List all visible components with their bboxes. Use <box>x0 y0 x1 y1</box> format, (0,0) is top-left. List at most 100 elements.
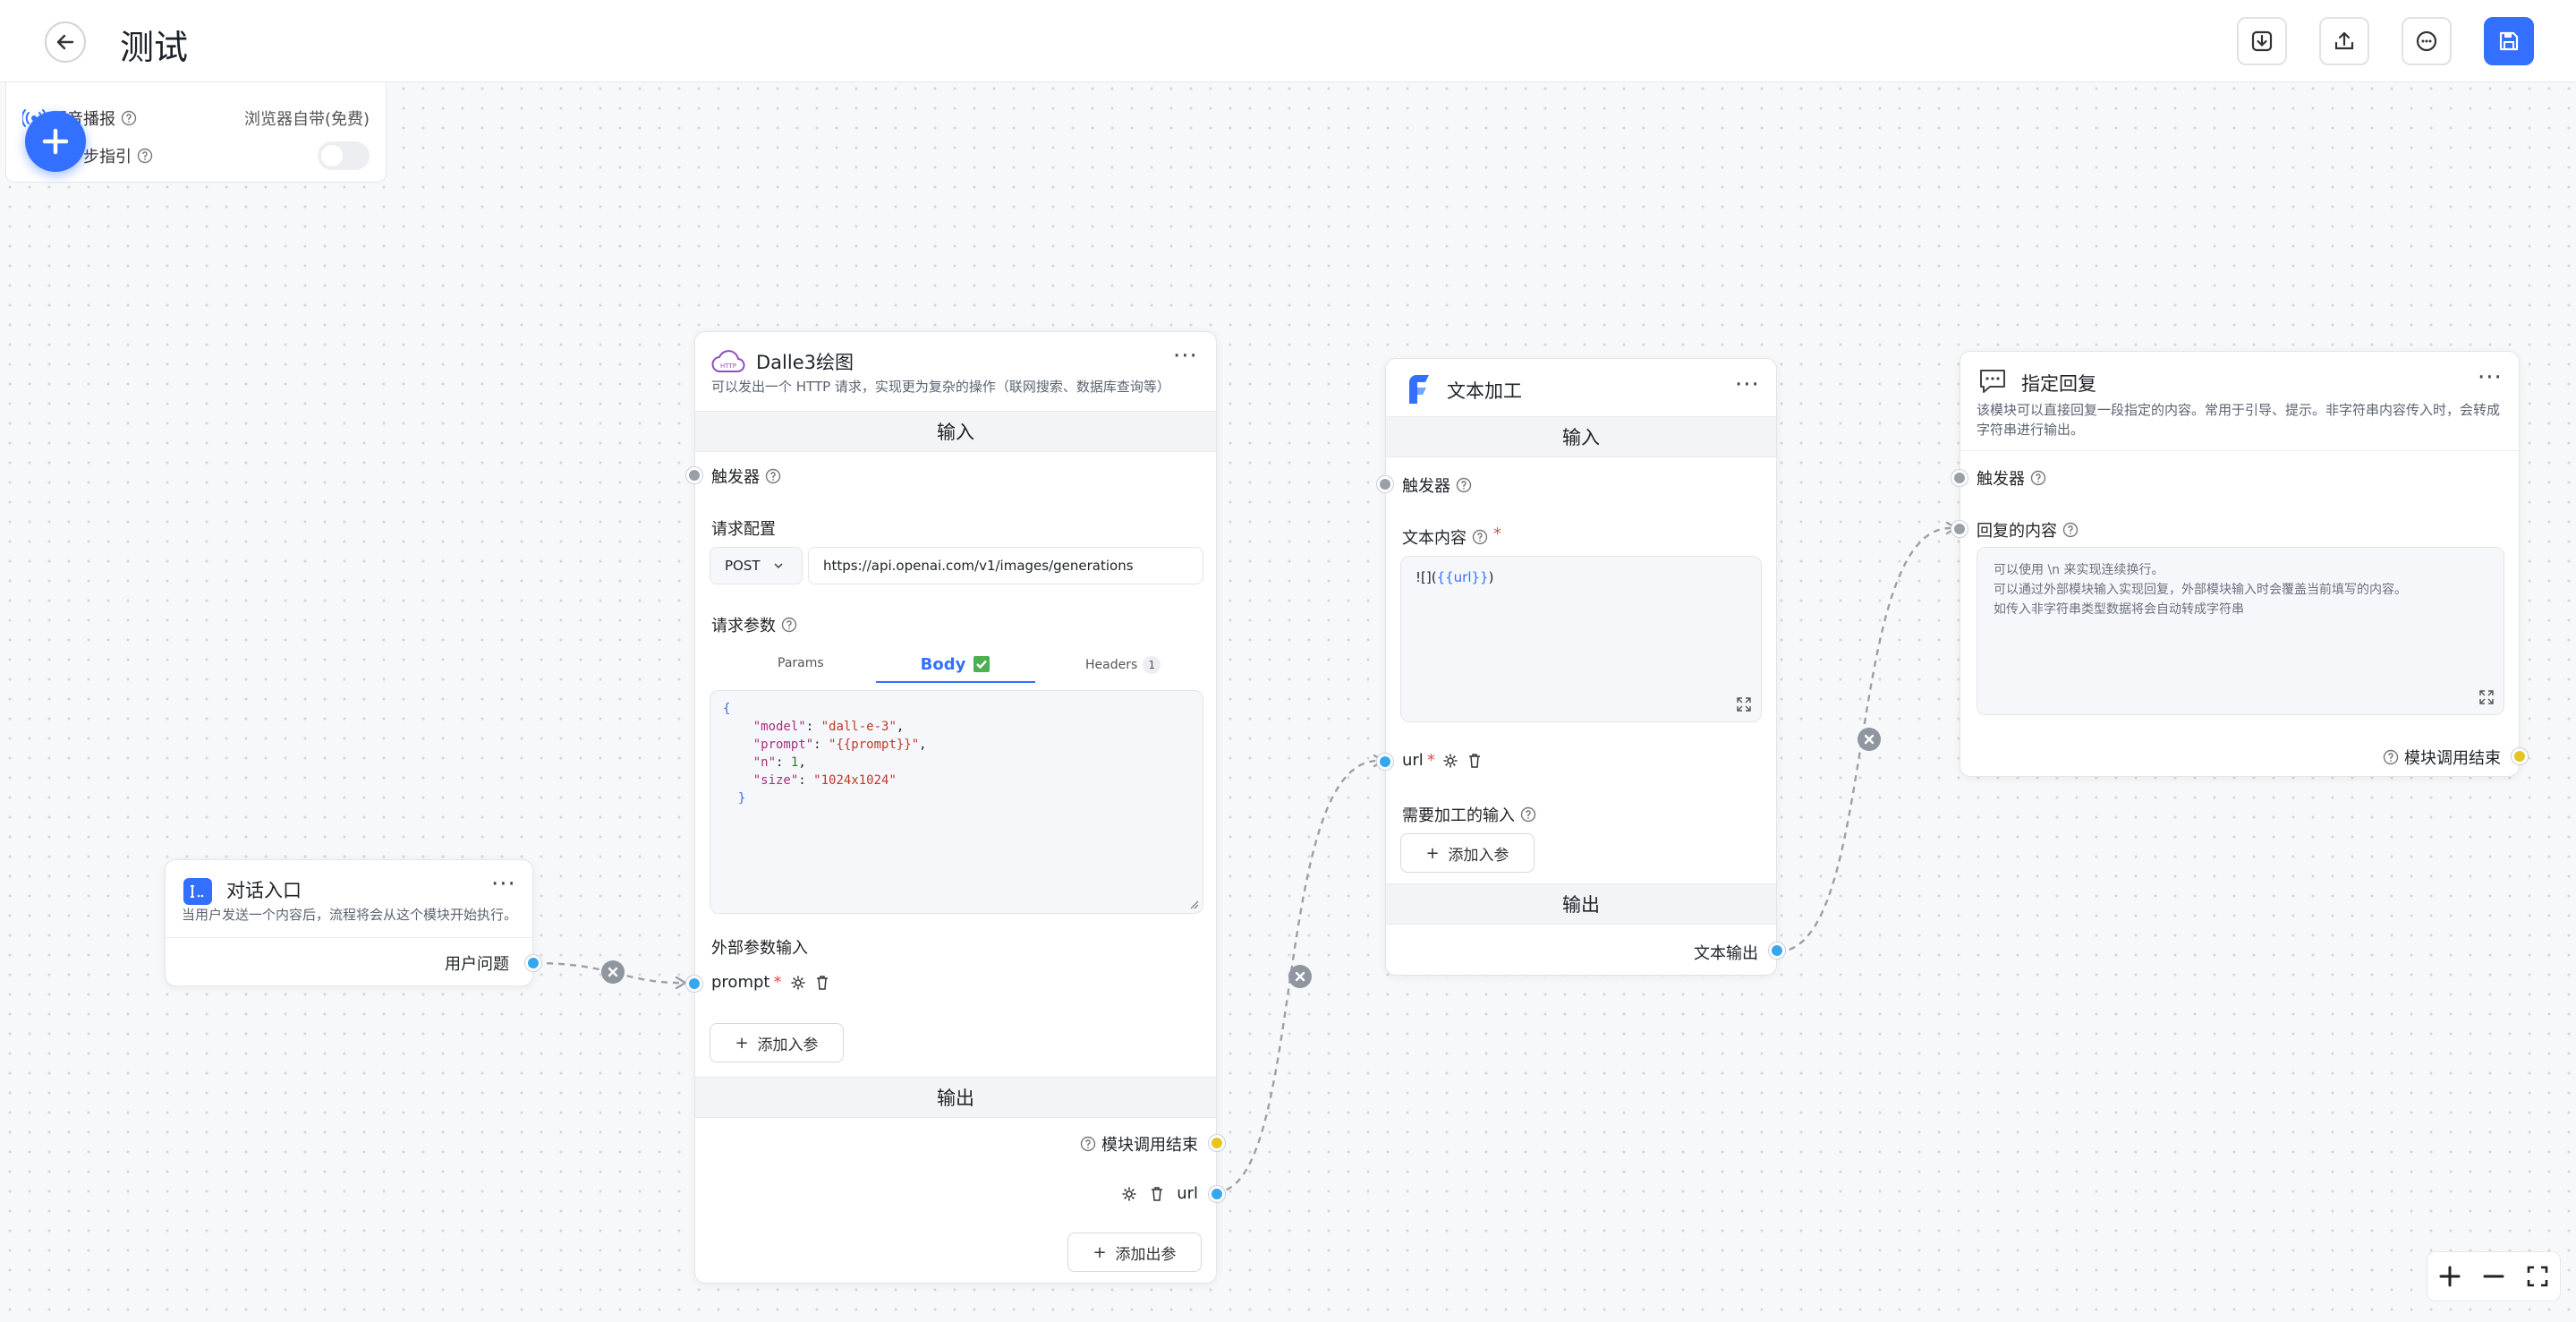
chat-bubble-icon <box>2416 30 2437 52</box>
json-key: "size" <box>752 773 799 788</box>
export-button[interactable] <box>2319 17 2369 65</box>
help-icon <box>2062 522 2079 538</box>
check-box-icon <box>973 656 990 672</box>
tab-params[interactable]: Params <box>778 656 824 670</box>
http-icon: HTTP <box>711 350 745 372</box>
text-process-logo-icon <box>1409 375 1429 404</box>
add-input-param-button[interactable]: + 添加入参 <box>1400 833 1535 873</box>
json-value: "dall-e-3" <box>820 720 897 734</box>
plus-icon: + <box>735 1033 749 1053</box>
chat-test-button[interactable] <box>2402 17 2452 65</box>
input-url: url* <box>1402 751 1482 770</box>
url-input-handle[interactable] <box>1377 754 1393 770</box>
text-output-label: 文本输出 <box>1694 944 1758 963</box>
assigned-reply-node[interactable]: 指定回复 ··· 该模块可以直接回复一段指定的内容。常用于引导、提示。非字符串内… <box>1951 351 2528 777</box>
help-icon <box>2030 470 2046 486</box>
plus-icon: + <box>1092 1242 1107 1262</box>
add-output-param-button[interactable]: + 添加出参 <box>1067 1232 1202 1272</box>
reply-content-textarea[interactable]: 可以使用 \n 来实现连续换行。 可以通过外部模块输入实现回复，外部模块输入时会… <box>1977 547 2504 715</box>
help-icon <box>765 468 781 484</box>
reply-placeholder: 可以使用 \n 来实现连续换行。 可以通过外部模块输入实现回复，外部模块输入时会… <box>1994 560 2407 619</box>
json-value: "1024x1024" <box>813 773 897 788</box>
body-json-editor[interactable]: { "model": "dall-e-3", "prompt": "{{prom… <box>710 690 1203 914</box>
module-end-label: 模块调用结束 <box>1080 1132 1198 1156</box>
import-button[interactable] <box>2237 17 2287 65</box>
gear-icon[interactable] <box>1121 1186 1137 1202</box>
trigger-text: 触发器 <box>711 468 760 487</box>
required-mark: * <box>1493 524 1501 543</box>
trigger-handle[interactable] <box>1951 470 1968 486</box>
text-process-node[interactable]: 文本加工 ··· 输入 触发器 文本内容 * ![]({{url}}) url*… <box>1377 358 1785 976</box>
http-request-node[interactable]: HTTP Dalle3绘图 ··· 可以发出一个 HTTP 请求，实现更为复杂的… <box>686 331 1225 1284</box>
tab-headers[interactable]: Headers 1 <box>1085 656 1161 674</box>
fit-view-icon[interactable] <box>2526 1265 2549 1288</box>
chat-reply-icon <box>1980 370 2005 393</box>
chevron-down-icon <box>773 563 783 569</box>
url-output-handle[interactable] <box>1209 1186 1225 1202</box>
reply-content-handle[interactable] <box>1951 521 1968 537</box>
resize-handle-icon[interactable] <box>1186 897 1199 909</box>
more-icon[interactable]: ··· <box>1735 371 1760 398</box>
back-button[interactable] <box>45 21 86 63</box>
expand-icon[interactable] <box>1736 696 1752 712</box>
delete-edge-button[interactable] <box>601 960 625 984</box>
save-icon <box>2499 31 2519 51</box>
add-module-button[interactable] <box>25 111 86 172</box>
json-open-brace: { <box>723 702 731 716</box>
json-sep: , <box>798 755 806 770</box>
output-url-text: url <box>1177 1184 1198 1203</box>
gear-icon[interactable] <box>790 975 806 991</box>
tab-body[interactable]: Body <box>876 647 1035 683</box>
content-textarea[interactable]: ![]({{url}}) <box>1400 556 1762 722</box>
json-key: "n" <box>752 755 777 770</box>
guide-label: 步指引 <box>83 148 132 166</box>
help-icon <box>2383 749 2399 765</box>
json-sep: , <box>896 720 905 734</box>
more-icon[interactable]: ··· <box>2478 364 2503 391</box>
top-bar: 测试 <box>0 0 2576 82</box>
save-button[interactable] <box>2484 17 2534 65</box>
zoom-in-icon[interactable] <box>2438 1265 2461 1288</box>
headers-count-badge: 1 <box>1143 656 1161 674</box>
add-param-text: 添加入参 <box>1448 846 1509 865</box>
desc-line: 该模块可以直接回复一段指定的内容。常用于引导、提示。非字符串内容传入时，会转成 <box>1977 402 2501 418</box>
gear-icon[interactable] <box>1442 753 1458 769</box>
json-value: "{{prompt}}" <box>829 738 920 752</box>
method-select[interactable]: POST <box>710 547 803 584</box>
delete-edge-button[interactable] <box>1858 728 1881 751</box>
module-end-handle[interactable] <box>1209 1135 1225 1151</box>
zoom-controls <box>2427 1251 2561 1301</box>
help-icon <box>121 110 137 126</box>
content-suffix: ) <box>1488 569 1494 585</box>
add-output-text: 添加出参 <box>1115 1245 1177 1264</box>
text-output-handle[interactable] <box>1769 942 1785 959</box>
plus-icon <box>42 128 69 155</box>
output-user-question: 用户问题 <box>445 955 509 974</box>
trigger-handle[interactable] <box>686 467 702 483</box>
output-section-header: 输出 <box>1386 883 1776 925</box>
zoom-out-icon[interactable] <box>2482 1265 2505 1288</box>
reply-content-label: 回复的内容 <box>1977 518 2079 542</box>
output-handle[interactable] <box>525 955 541 971</box>
expand-icon[interactable] <box>2478 689 2495 705</box>
guide-toggle[interactable] <box>318 141 370 170</box>
trigger-label: 触发器 <box>1977 466 2046 490</box>
trigger-text: 触发器 <box>1977 470 2025 489</box>
trash-icon[interactable] <box>1150 1186 1164 1202</box>
voice-value[interactable]: 浏览器自带(免费) <box>243 110 370 129</box>
add-input-param-button[interactable]: + 添加入参 <box>710 1023 844 1062</box>
trigger-handle[interactable] <box>1377 476 1393 492</box>
chat-entry-node[interactable]: 对话入口 ··· 当用户发送一个内容后，流程将会从这个模块开始执行。 用户问题 <box>165 859 541 986</box>
module-end-handle[interactable] <box>2512 748 2528 764</box>
trash-icon[interactable] <box>1467 753 1482 769</box>
delete-edge-button[interactable] <box>1288 965 1312 988</box>
content-prefix: ![]( <box>1416 569 1437 585</box>
url-input[interactable]: https://api.openai.com/v1/images/generat… <box>808 547 1203 584</box>
tab-headers-label: Headers <box>1085 658 1138 672</box>
help-icon <box>1472 529 1488 545</box>
more-icon[interactable]: ··· <box>491 871 516 898</box>
input-section-header: 输入 <box>1386 416 1776 457</box>
trash-icon[interactable] <box>815 975 829 991</box>
more-icon[interactable]: ··· <box>1173 343 1198 370</box>
prompt-input-handle[interactable] <box>686 976 702 992</box>
